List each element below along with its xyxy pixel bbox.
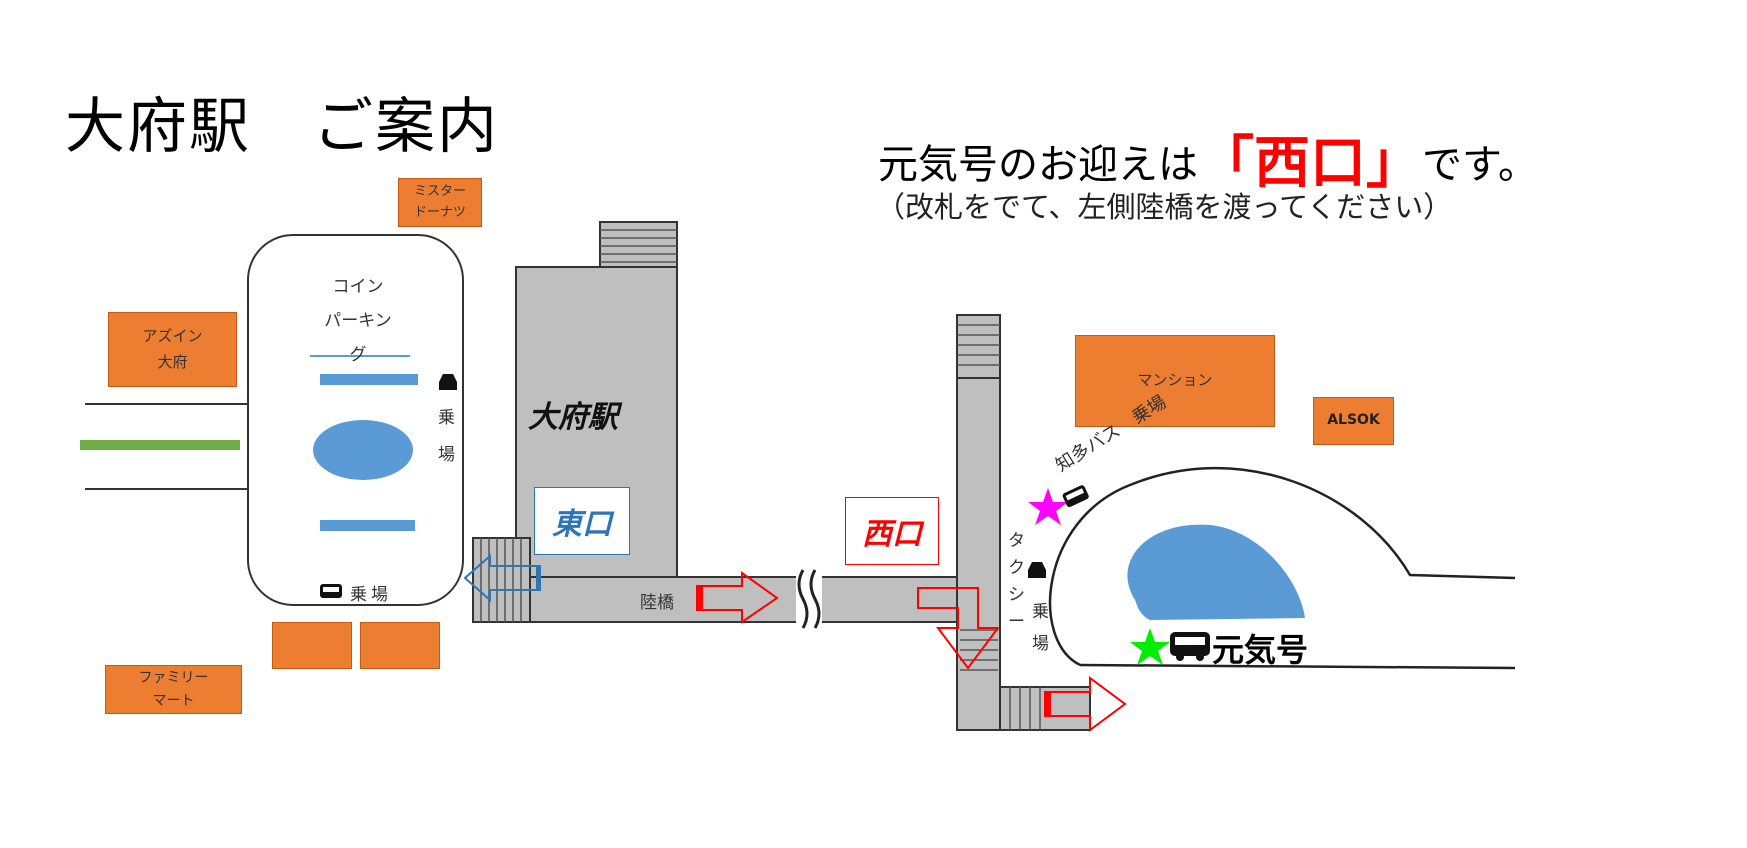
bus-bay <box>320 374 418 385</box>
label: 場 <box>438 445 455 465</box>
west-exit-label: 西口 <box>845 497 939 565</box>
roundabout-pond <box>313 420 413 480</box>
pickup-instructions: （改札をでて、左側陸橋を渡ってください） <box>876 190 1453 224</box>
landmark-mansion: マンション <box>1075 335 1275 427</box>
page-title: 大府駅 ご案内 <box>65 92 499 162</box>
west-walkway <box>956 377 1001 731</box>
west-taxi-label: タクシー <box>1008 528 1025 636</box>
chita-bus-icon <box>1062 485 1089 508</box>
label: アズイン <box>142 327 203 345</box>
down-arrow-icon <box>917 587 1000 670</box>
building-block <box>360 622 440 669</box>
east-bus-stop-label: 乗場 <box>350 585 392 605</box>
west-taxi-stop-label: 乗場 <box>1032 596 1049 660</box>
pedestrian-bridge <box>474 576 961 623</box>
landmark-az-inn: アズイン大府 <box>108 312 237 387</box>
chita-bus-star-icon <box>1028 488 1068 525</box>
taxi-icon <box>1028 562 1046 578</box>
notice-text: 元気号のお迎えは <box>878 142 1198 188</box>
label: 場 <box>1032 634 1049 654</box>
label: 乗 <box>438 408 455 428</box>
east-taxi-stop-label: 乗場 <box>438 400 455 474</box>
road-line <box>1079 663 1516 670</box>
bridge-label: 陸橋 <box>640 593 674 613</box>
genki-star-icon <box>1130 628 1170 665</box>
label: ミスター <box>413 183 466 199</box>
pickup-notice: 元気号のお迎えは「西口」です。 <box>878 118 1538 199</box>
bus-bay <box>320 520 415 531</box>
rotary-island <box>1127 524 1305 620</box>
landmark-mister-donut: ミスタードーナツ <box>398 178 482 227</box>
label: パーキング <box>324 311 392 365</box>
median-strip <box>80 440 240 450</box>
label: 大府 <box>157 352 188 371</box>
genki-bus-icon <box>1170 632 1210 661</box>
label: ドーナツ <box>413 204 466 220</box>
notice-text-end: です。 <box>1422 142 1538 188</box>
building-block <box>272 622 352 669</box>
stairs <box>956 314 1001 381</box>
genki-pickup-label: 元気号 <box>1212 631 1309 669</box>
right-arrow-icon <box>1044 676 1127 732</box>
notice-highlight: 「西口」 <box>1198 131 1422 196</box>
west-arrow-icon <box>696 571 779 624</box>
label: ー <box>1008 612 1025 632</box>
taxi-icon <box>439 374 457 390</box>
station-name: 大府駅 <box>528 400 618 435</box>
label: シ <box>1008 585 1025 605</box>
landmark-family-mart: ファミリーマート <box>105 665 242 714</box>
east-exit-label: 東口 <box>534 487 630 555</box>
landmark-alsok: ALSOK <box>1313 397 1394 445</box>
label: ク <box>1008 558 1025 578</box>
label: 乗 <box>1032 602 1049 622</box>
label: タ <box>1008 531 1025 551</box>
coin-parking-label: コインパーキング <box>318 270 398 372</box>
coin-parking-area <box>247 234 464 606</box>
label: マート <box>152 692 195 709</box>
label: ファミリー <box>138 670 209 687</box>
label: マンション <box>1137 371 1213 390</box>
label: コイン <box>332 277 384 297</box>
west-rotary-curb <box>1048 466 1516 667</box>
label: ALSOK <box>1327 412 1380 429</box>
east-arrow-icon <box>463 553 541 603</box>
bus-icon <box>320 584 342 598</box>
